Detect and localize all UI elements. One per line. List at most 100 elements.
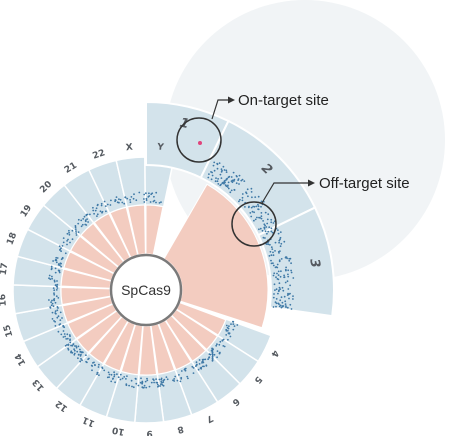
point [135, 199, 138, 202]
point [213, 161, 216, 164]
point [253, 219, 255, 222]
point [57, 315, 60, 318]
point [88, 357, 90, 360]
point [222, 345, 225, 347]
point [104, 205, 107, 208]
point [211, 171, 214, 174]
point [269, 243, 271, 246]
point [92, 362, 94, 364]
point [145, 192, 147, 195]
point [85, 354, 87, 357]
point [56, 257, 59, 259]
point [284, 268, 287, 271]
point [257, 195, 260, 198]
point [69, 335, 71, 338]
point [160, 383, 162, 386]
point [135, 382, 138, 385]
point [275, 298, 278, 300]
point [54, 301, 57, 304]
chromosome-label-21: 21 [63, 161, 79, 176]
point [97, 366, 100, 368]
point [51, 275, 53, 278]
point [272, 262, 274, 265]
point [222, 338, 225, 341]
point [146, 377, 148, 380]
point [239, 198, 241, 201]
point [110, 199, 112, 202]
point [129, 201, 132, 204]
point [50, 301, 52, 304]
point [60, 247, 62, 250]
point [149, 201, 152, 203]
point [266, 222, 269, 225]
point [53, 320, 55, 322]
point [55, 295, 58, 298]
off-target-label: Off-target site [319, 175, 410, 192]
chromosome-label-9: 9 [146, 428, 153, 436]
point [60, 333, 63, 336]
point [264, 230, 267, 233]
point [121, 201, 124, 204]
point [162, 384, 165, 387]
point [51, 318, 54, 320]
point [165, 376, 168, 378]
point [233, 325, 236, 327]
point [216, 180, 219, 183]
point [279, 275, 282, 278]
point [95, 207, 98, 210]
point [211, 360, 214, 362]
point [275, 276, 277, 279]
point [232, 323, 235, 325]
point [72, 343, 75, 346]
point [129, 199, 132, 201]
point [229, 191, 232, 194]
point [155, 378, 158, 380]
point [268, 255, 271, 257]
point [226, 329, 229, 332]
point [286, 306, 289, 309]
chromosome-label-15: 15 [2, 323, 15, 338]
point [172, 379, 174, 382]
point [80, 351, 83, 354]
point [113, 371, 115, 374]
point [111, 378, 114, 380]
point [221, 169, 223, 172]
chromosome-label-6: 6 [230, 396, 241, 408]
point [250, 191, 253, 193]
point [201, 360, 204, 363]
point [252, 205, 255, 208]
point [160, 201, 162, 204]
point [96, 213, 99, 216]
chromosome-label-17: 17 [0, 262, 10, 276]
point [201, 358, 204, 361]
point [226, 326, 229, 329]
point [259, 227, 262, 230]
point [74, 228, 77, 231]
point [216, 343, 218, 346]
chromosome-label-12: 12 [54, 398, 70, 413]
off-target-circle [231, 201, 277, 247]
point [162, 381, 165, 383]
point [130, 196, 133, 198]
point [274, 266, 277, 269]
point [52, 305, 55, 308]
point [263, 223, 266, 226]
point [270, 262, 273, 265]
point [51, 299, 53, 302]
point [225, 329, 228, 332]
point [277, 302, 280, 305]
point [119, 373, 122, 376]
point [87, 221, 89, 223]
point [184, 369, 187, 372]
point [212, 348, 215, 351]
point [287, 288, 290, 290]
point [215, 344, 218, 347]
point [281, 286, 284, 289]
point [125, 384, 128, 387]
point [48, 277, 50, 280]
point [84, 219, 87, 222]
point [113, 375, 116, 378]
point [236, 324, 239, 326]
point [94, 364, 96, 366]
on-target-arrowhead [228, 96, 235, 104]
